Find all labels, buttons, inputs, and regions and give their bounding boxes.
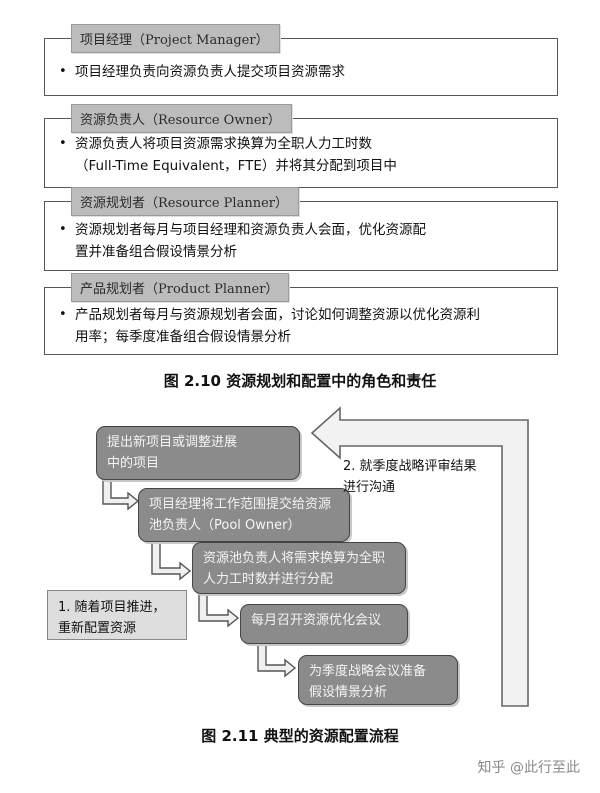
elbow-arrow-icon xyxy=(151,539,192,581)
role-description: • 项目经理负责向资源负责人提交项目资源需求 xyxy=(59,61,537,83)
roles-figure: 项目经理（Project Manager） • 项目经理负责向资源负责人提交项目… xyxy=(44,24,558,390)
flow-step-2: 项目经理将工作范围提交给资源 池负责人（Pool Owner） xyxy=(138,488,350,542)
role-line: 资源规划者每月与项目经理和资源负责人会面，优化资源配 xyxy=(75,222,426,238)
flow-figure: 提出新项目或调整进展 中的项目 项目经理将工作范围提交给资源 池负责人（Pool… xyxy=(0,400,600,793)
bullet-icon: • xyxy=(59,222,67,237)
note-line: 重新配置资源 xyxy=(58,621,137,636)
role-label: 资源规划者（Resource Planner） xyxy=(71,187,299,216)
step-line: 提出新项目或调整进展 xyxy=(107,435,238,450)
elbow-arrow-icon xyxy=(257,643,297,678)
return-arrow-icon xyxy=(310,406,529,707)
role-line: （Full-Time Equivalent，FTE）并将其分配到项目中 xyxy=(75,158,397,174)
role-description: • 产品规划者每月与资源规划者会面，讨论如何调整资源以优化资源利 用率；每季度准… xyxy=(59,304,537,348)
role-line: 资源负责人将项目资源需求换算为全职人力工时数 xyxy=(75,136,372,152)
role-line: 用率；每季度准备组合假设情景分析 xyxy=(75,329,291,345)
step-line: 池负责人（Pool Owner） xyxy=(149,518,301,533)
step-line: 中的项目 xyxy=(107,456,160,471)
role-line: 产品规划者每月与资源规划者会面，讨论如何调整资源以优化资源利 xyxy=(75,307,480,323)
role-box-resource-owner: 资源负责人（Resource Owner） • 资源负责人将项目资源需求换算为全… xyxy=(44,104,558,188)
role-box-product-planner: 产品规划者（Product Planner） • 产品规划者每月与资源规划者会面… xyxy=(44,273,558,355)
bullet-icon: • xyxy=(59,136,67,151)
flow-step-4: 每月召开资源优化会议 xyxy=(240,604,408,644)
note-reconfigure: 1. 随着项目推进， 重新配置资源 xyxy=(47,590,187,640)
role-description: • 资源规划者每月与项目经理和资源负责人会面，优化资源配 置并准备组合假设情景分… xyxy=(59,219,537,263)
step-line: 人力工时数并进行分配 xyxy=(203,572,334,587)
role-label: 项目经理（Project Manager） xyxy=(71,24,280,53)
elbow-arrow-icon xyxy=(198,591,240,628)
elbow-arrow-icon xyxy=(102,477,140,511)
flow-step-1: 提出新项目或调整进展 中的项目 xyxy=(96,426,300,480)
step-connectors xyxy=(102,477,297,678)
flow-arrows xyxy=(102,406,529,707)
bullet-icon: • xyxy=(59,64,67,79)
note-line: 进行沟通 xyxy=(343,480,396,495)
role-line: 项目经理负责向资源负责人提交项目资源需求 xyxy=(75,64,345,80)
step-line: 项目经理将工作范围提交给资源 xyxy=(149,497,332,512)
role-box-resource-planner: 资源规划者（Resource Planner） • 资源规划者每月与项目经理和资… xyxy=(44,187,558,271)
watermark: 知乎 @此行至此 xyxy=(477,760,580,776)
flow-step-5: 为季度战略会议准备 假设情景分析 xyxy=(298,655,458,705)
figure-caption: 图 2.11 典型的资源配置流程 xyxy=(201,727,399,745)
step-line: 假设情景分析 xyxy=(309,685,388,700)
role-description: • 资源负责人将项目资源需求换算为全职人力工时数 （Full-Time Equi… xyxy=(59,133,537,177)
step-line: 每月召开资源优化会议 xyxy=(251,613,382,628)
step-line: 资源池负责人将需求换算为全职 xyxy=(203,551,386,566)
role-box-project-manager: 项目经理（Project Manager） • 项目经理负责向资源负责人提交项目… xyxy=(44,24,558,96)
role-label: 产品规划者（Product Planner） xyxy=(71,273,290,302)
note-line: 2. 就季度战略评审结果 xyxy=(343,459,477,474)
note-line: 1. 随着项目推进， xyxy=(58,600,166,615)
figure-caption: 图 2.10 资源规划和配置中的角色和责任 xyxy=(163,372,437,390)
flow-step-3: 资源池负责人将需求换算为全职 人力工时数并进行分配 xyxy=(192,542,406,594)
role-label: 资源负责人（Resource Owner） xyxy=(71,104,292,133)
step-line: 为季度战略会议准备 xyxy=(309,664,427,679)
note-communicate: 2. 就季度战略评审结果 进行沟通 xyxy=(343,456,493,498)
role-line: 置并准备组合假设情景分析 xyxy=(75,244,237,260)
bullet-icon: • xyxy=(59,307,67,322)
